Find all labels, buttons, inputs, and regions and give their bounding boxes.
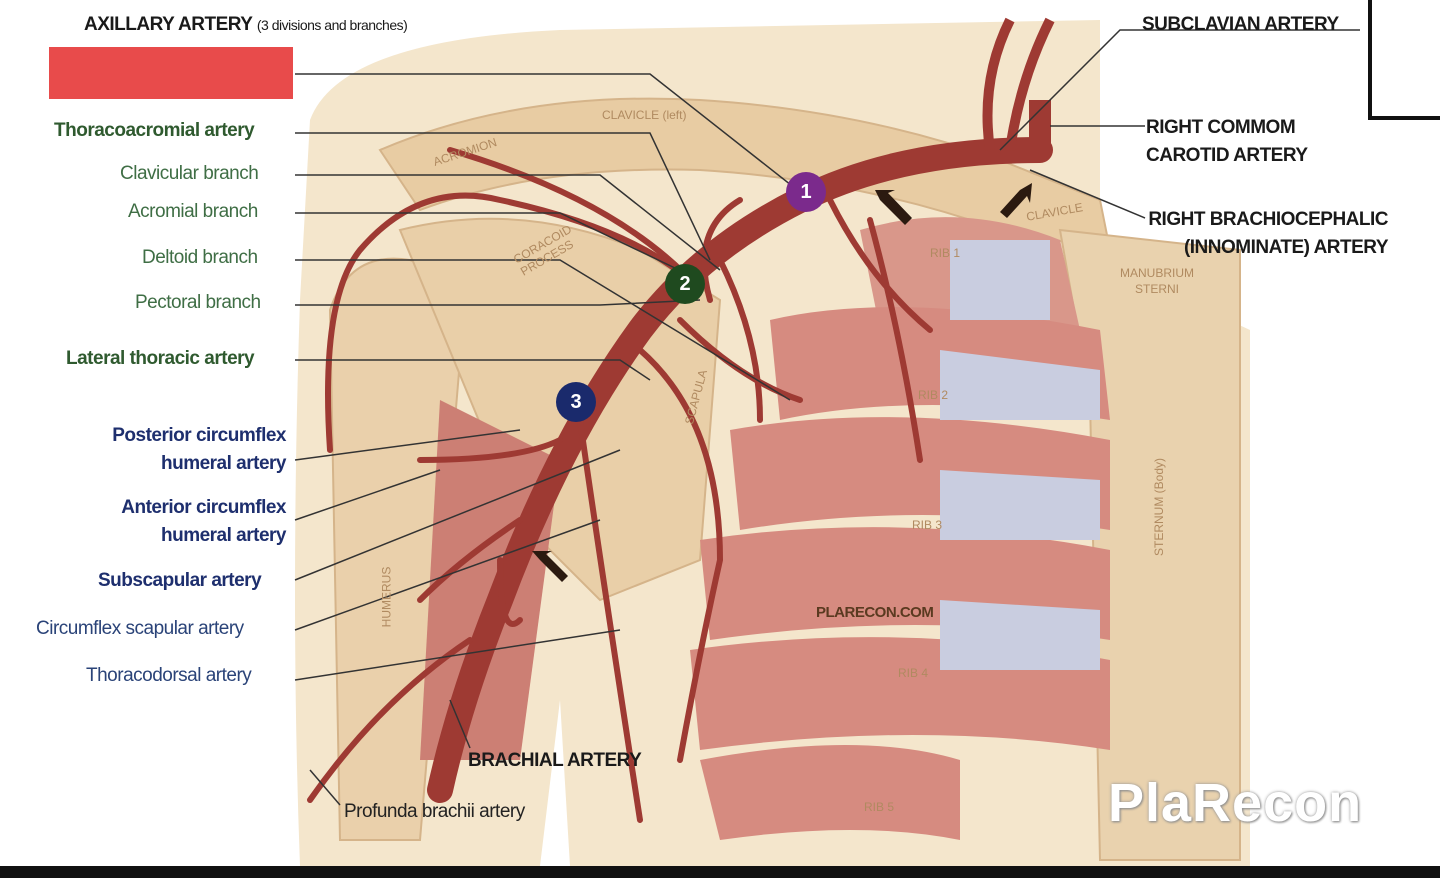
diagram-title: AXILLARY ARTERY (3 divisions and branche… — [84, 14, 408, 36]
label-right-brachiocephalic-line1: RIGHT BRACHIOCEPHALIC — [1148, 209, 1388, 230]
label-brachial-artery: BRACHIAL ARTERY — [468, 750, 642, 771]
label-clavicular: Clavicular branch — [120, 163, 259, 184]
muscle-subscapularis — [420, 400, 560, 760]
label-anterior-circumflex-line1: Anterior circumflex — [121, 497, 286, 518]
label-right-common-carotid-line1: RIGHT COMMOM — [1146, 117, 1296, 138]
label-right-common-carotid: RIGHT COMMOM CAROTID ARTERY — [1146, 114, 1308, 170]
ribs — [690, 217, 1110, 840]
label-acromial: Acromial branch — [128, 201, 258, 222]
label-circumflex-scapular: Circumflex scapular artery — [36, 618, 244, 639]
bone-label-rib5: RIB 5 — [864, 800, 895, 814]
redacted-answer-box — [49, 47, 293, 99]
corner-frame — [1368, 0, 1440, 120]
division-badge-2: 2 — [665, 264, 705, 304]
bone-label-manubrium-line2: STERNI — [1134, 282, 1179, 296]
label-posterior-circumflex-line1: Posterior circumflex — [112, 425, 286, 446]
bone-label-clavicle-left: CLAVICLE (left) — [602, 108, 687, 122]
label-anterior-circumflex-line2: humeral artery — [160, 525, 287, 546]
title-sub: (3 divisions and branches) — [256, 17, 408, 33]
bottom-bar — [0, 866, 1440, 878]
bone-label-sternum: STERNUM (Body) — [1152, 457, 1167, 557]
label-right-common-carotid-line2: CAROTID ARTERY — [1146, 145, 1308, 166]
label-thoracoacromial: Thoracoacromial artery — [54, 120, 255, 141]
arrow-markers — [532, 183, 1032, 582]
bone-label-rib2: RIB 2 — [918, 388, 949, 402]
label-posterior-circumflex-line2: humeral artery — [160, 453, 287, 474]
subclavian-branches — [982, 17, 1055, 151]
label-profunda-brachii: Profunda brachii artery — [344, 801, 525, 822]
label-posterior-circumflex: Posterior circumflex humeral artery — [70, 422, 286, 478]
division-badge-1: 1 — [786, 172, 826, 212]
bone-label-manubrium: MANUBRIUM STERNI — [1120, 265, 1194, 297]
bone-label-rib4: RIB 4 — [898, 666, 929, 680]
title-main: AXILLARY ARTERY — [84, 14, 253, 35]
bone-label-manubrium-line1: MANUBRIUM — [1120, 266, 1194, 280]
bone-label-rib3: RIB 3 — [912, 518, 943, 532]
label-subclavian-artery: SUBCLAVIAN ARTERY — [1142, 14, 1339, 35]
label-anterior-circumflex: Anterior circumflex humeral artery — [70, 494, 286, 550]
division-badge-3: 3 — [556, 382, 596, 422]
label-lateral-thoracic: Lateral thoracic artery — [66, 348, 255, 369]
label-subscapular: Subscapular artery — [98, 570, 262, 591]
label-right-brachiocephalic: RIGHT BRACHIOCEPHALIC (INNOMINATE) ARTER… — [1120, 206, 1388, 262]
bone-label-humerus: HUMERUS — [379, 566, 394, 628]
branch-arteries — [307, 147, 933, 823]
label-deltoid: Deltoid branch — [142, 247, 258, 268]
label-thoracodorsal: Thoracodorsal artery — [86, 665, 252, 686]
leader-lines — [294, 29, 1360, 806]
main-artery — [427, 137, 1053, 803]
plarecon-watermark: PlaRecon — [1108, 773, 1363, 833]
label-pectoral: Pectoral branch — [135, 292, 261, 313]
bone-label-rib1: RIB 1 — [930, 246, 961, 260]
signature-site: PLARECON.COM — [816, 604, 934, 621]
label-right-brachiocephalic-line2: (INNOMINATE) ARTERY — [1183, 237, 1389, 258]
